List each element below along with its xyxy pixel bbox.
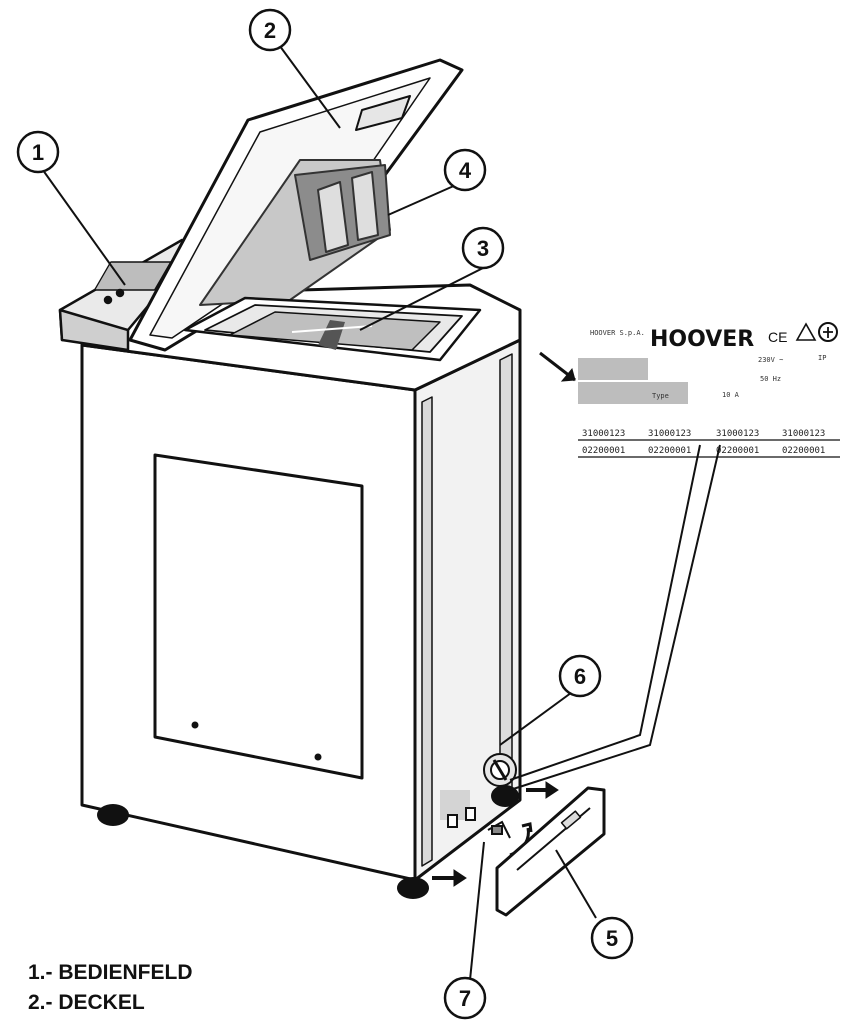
- plate-brand: HOOVER: [650, 327, 754, 352]
- drum-opening: [183, 296, 482, 362]
- callout-number: 4: [459, 158, 472, 183]
- plate-type-box: [578, 382, 688, 404]
- warning-triangle-icon: [795, 322, 817, 341]
- callout-7: 7: [443, 976, 487, 1020]
- callout-number: 7: [459, 986, 471, 1011]
- plate-code: 31000123: [716, 429, 759, 439]
- callout-number: 5: [606, 926, 618, 951]
- rating-plate: HOOVER S.p.A. HOOVER CE 230V ~ IP Type 5…: [578, 322, 840, 458]
- machine-feet: [97, 785, 519, 899]
- plate-codes-row-1: 31000123 31000123 31000123 31000123: [582, 429, 825, 439]
- plate-code: 31000123: [582, 429, 625, 439]
- plate-code: 02200001: [782, 446, 825, 456]
- front-window: [153, 453, 364, 780]
- lint-filter: [199, 159, 391, 306]
- plate-code: 31000123: [782, 429, 825, 439]
- callout-number: 2: [264, 18, 276, 43]
- plate-codes-row-2: 02200001 02200001 02200001 02200001: [582, 446, 825, 456]
- ce-mark: CE: [768, 329, 787, 345]
- plate-leader-lines: [509, 444, 721, 791]
- plate-ip-text: IP: [818, 354, 826, 362]
- plate-voltage: 230V ~: [758, 356, 783, 364]
- plinth-cover: [495, 786, 606, 917]
- plate-maker-text: HOOVER S.p.A.: [590, 329, 645, 337]
- pump-filter: [440, 753, 517, 828]
- legend: 1.- BEDIENFELD 2.- DECKEL: [28, 958, 193, 1018]
- legend-item-2: 2.- DECKEL: [28, 991, 145, 1014]
- plate-frequency: 50 Hz: [760, 375, 781, 383]
- callouts: 1 2 3 4 5 6 7: [16, 8, 634, 1020]
- callout-5: 5: [590, 916, 634, 960]
- control-panel: [58, 238, 200, 352]
- callout-4: 4: [443, 148, 487, 192]
- callout-3: 3: [461, 226, 505, 270]
- legend-item-1: 1.- BEDIENFELD: [28, 961, 193, 984]
- plate-code: 02200001: [648, 446, 691, 456]
- plate-model-box: [578, 358, 648, 380]
- plate-type-label: Type: [652, 392, 669, 400]
- plate-code: 31000123: [648, 429, 691, 439]
- callout-number: 1: [32, 140, 44, 165]
- plate-code: 02200001: [582, 446, 625, 456]
- callout-number: 3: [477, 236, 489, 261]
- arrows: [432, 351, 576, 887]
- plate-current: 10 A: [722, 391, 740, 399]
- plate-code: 02200001: [716, 446, 759, 456]
- certification-mark-icon: [818, 322, 838, 342]
- callout-2: 2: [248, 8, 292, 52]
- callout-6: 6: [558, 654, 602, 698]
- callout-number: 6: [574, 664, 586, 689]
- callout-1: 1: [16, 130, 60, 174]
